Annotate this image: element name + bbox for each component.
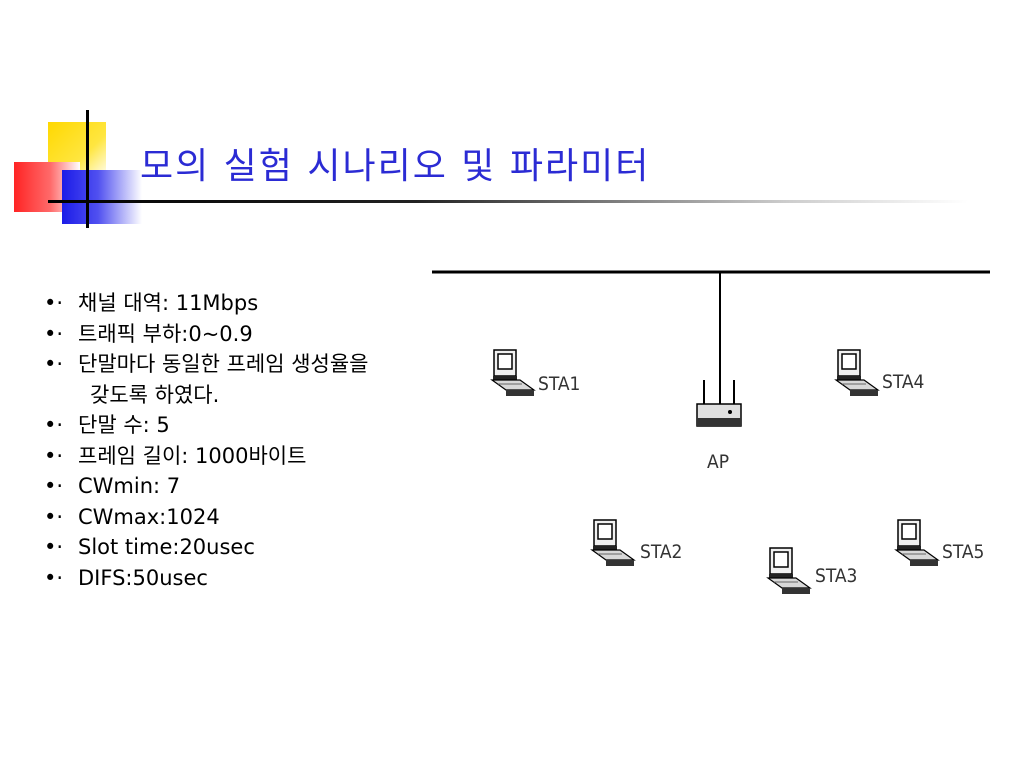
logo-vertical-line [86,110,89,228]
bullet-item: •· CWmin: 7 [44,471,464,502]
bullet-list: •· 채널 대역: 11Mbps •· 트래픽 부하:0~0.9 •· 단말마다 동일… [44,288,464,593]
station-sta3-icon [767,547,811,595]
title-underline [48,200,968,203]
bullet-icon: •· [44,504,64,529]
logo-blue-square [62,170,142,224]
bullet-icon: •· [44,474,64,498]
bullet-icon: •· [44,443,64,468]
bullet-icon: •· [44,352,64,376]
bullet-text: 채널 대역: 11Mbps [78,291,259,315]
bullet-text-continuation: 갖도록 하였다. [90,382,220,407]
bullet-icon: •· [44,535,64,559]
bullet-icon: •· [44,291,64,315]
bullet-icon: •· [44,565,64,590]
station-sta5-label: STA5 [942,541,984,563]
ap-label: AP [707,451,729,473]
bullet-text: 트래픽 부하:0~0.9 [78,321,253,346]
station-sta2-icon [591,519,635,567]
bullet-icon: •· [44,413,64,437]
bullet-item: •· 단말 수: 5 [44,410,464,441]
bullet-text: CWmax:1024 [78,504,220,529]
bullet-text: 프레임 길이: 1000바이트 [78,443,307,468]
station-sta1-label: STA1 [538,373,580,395]
station-sta5-icon [895,519,939,567]
station-sta4-label: STA4 [882,371,924,393]
bullet-item: •· 트래픽 부하:0~0.9 [44,319,464,350]
access-point-icon [696,380,742,427]
station-sta1-icon [491,349,535,397]
station-sta4-icon [835,349,879,397]
bullet-item: •· CWmax:1024 [44,502,464,533]
bullet-item: •· 프레임 길이: 1000바이트 [44,441,464,472]
slide-title: 모의 실험 시나리오 및 파라미터 [140,146,651,187]
bullet-text: 단말마다 동일한 프레임 생성율을 [78,352,369,376]
bullet-text: 단말 수: 5 [78,413,170,437]
bullet-icon: •· [44,321,64,346]
bullet-text: Slot time:20usec [78,535,255,559]
bullet-text: CWmin: 7 [78,474,181,498]
bullet-item: •· DIFS:50usec [44,563,464,594]
station-sta2-label: STA2 [640,541,682,563]
bullet-item: •· Slot time:20usec [44,532,464,563]
station-sta3-label: STA3 [815,565,857,587]
bullet-text: DIFS:50usec [78,565,208,590]
bullet-item: •· 채널 대역: 11Mbps [44,288,464,319]
